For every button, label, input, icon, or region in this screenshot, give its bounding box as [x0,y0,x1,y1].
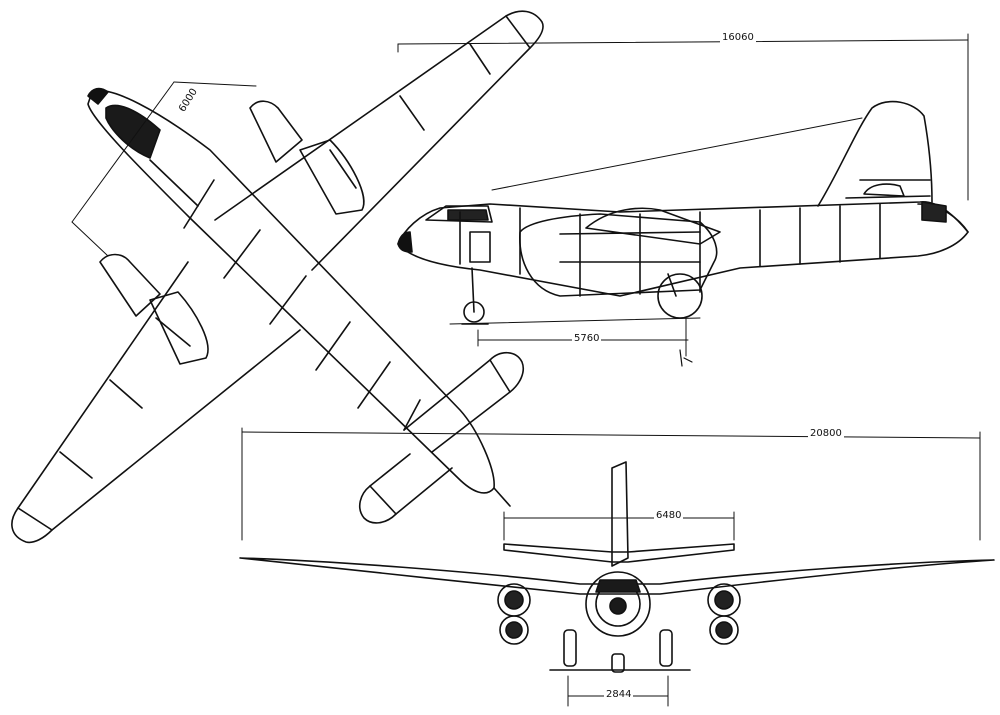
plan-wing-upper [214,10,544,271]
side-nacelle [519,213,718,297]
front-gear-left [563,629,577,667]
side-main-wheel [657,273,703,319]
plan-tailplane [358,351,525,524]
track-dimension-label: 2844 [604,689,634,701]
front-view [239,427,995,707]
side-view [397,33,969,367]
plan-nacelle-upper-1 [249,100,303,163]
wheelbase-dimension-label: 5760 [572,333,602,345]
side-cockpit [425,205,493,223]
front-tailplane [503,543,735,563]
front-nacelle-right-lower [709,615,739,645]
plan-view [11,10,544,544]
plan-nacelle-lower-2 [149,291,209,365]
plan-cockpit-glazing [105,104,161,159]
front-gear-nose [611,653,625,673]
front-fin [611,461,629,567]
front-fuselage [585,571,651,637]
front-nacelle-left-lower [499,615,529,645]
plan-wing-lower [11,261,301,544]
span-dimension-label: 20800 [808,428,844,440]
tailplane-span-dimension-label: 6480 [654,510,684,522]
front-gear-right [659,629,673,667]
plan-nacelle-lower-1 [99,253,161,317]
plan-nacelle-upper-2 [299,139,365,215]
side-fin [817,100,933,207]
front-wing [239,557,995,595]
length-dimension-label: 16060 [720,32,756,44]
